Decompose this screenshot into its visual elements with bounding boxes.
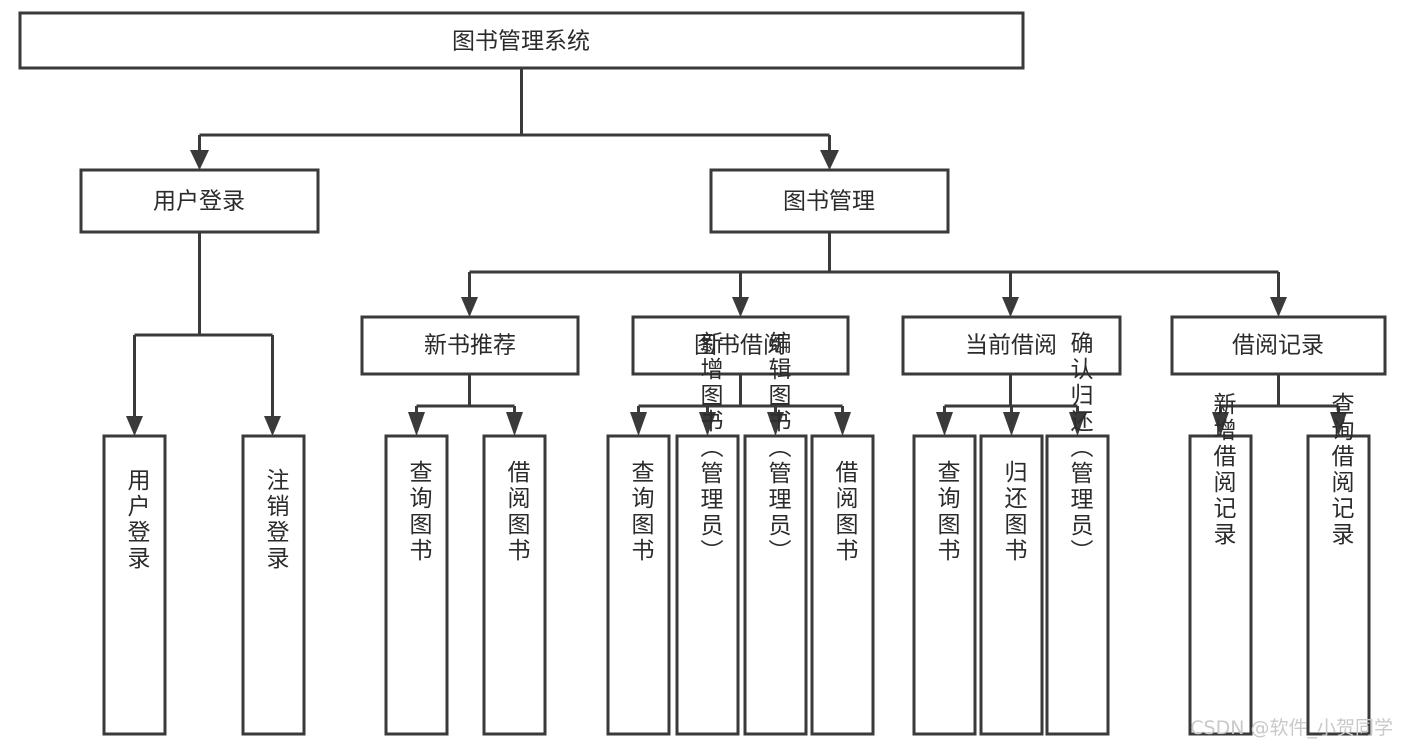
- arrow-head-leaf-query-book-2: [630, 412, 647, 436]
- node-leaf-borrow-book-2[interactable]: 借阅图书: [810, 434, 875, 736]
- arrow-head-leaf-borrow-book-1: [506, 412, 523, 436]
- node-label: 图书管理系统: [452, 29, 590, 55]
- node-label: 查询图书: [405, 460, 433, 564]
- node-box: [360, 315, 580, 376]
- arrow-head-user-login: [190, 150, 209, 170]
- node-box: [743, 434, 808, 736]
- node-box: [810, 434, 875, 736]
- node-new-book-recommend[interactable]: 新书推荐: [360, 315, 580, 376]
- node-leaf-add-book[interactable]: 新增图书（管理员）: [675, 331, 740, 736]
- node-leaf-logout[interactable]: 注销登录: [241, 434, 306, 736]
- arrow-head-current-borrow: [1002, 297, 1019, 317]
- node-box: [631, 315, 850, 376]
- arrow-head-leaf-user-login: [126, 416, 143, 436]
- node-label: 图书借阅: [694, 333, 786, 359]
- arrow-head-leaf-confirm-return: [1069, 412, 1086, 436]
- node-box: [979, 434, 1044, 736]
- arrow-head-leaf-edit-book: [767, 412, 784, 436]
- node-label: 用户登录: [123, 468, 151, 572]
- arrow-head-leaf-add-record: [1212, 412, 1229, 436]
- node-leaf-edit-book[interactable]: 编辑图书（管理员）: [743, 331, 808, 736]
- node-label: 编辑图书（管理员）: [764, 331, 792, 565]
- node-book-management-system[interactable]: 图书管理系统: [18, 11, 1025, 70]
- node-box: [18, 11, 1025, 70]
- node-book-borrow[interactable]: 图书借阅: [631, 315, 850, 376]
- node-box: [709, 168, 950, 234]
- node-box: [384, 434, 449, 736]
- node-label: 查询借阅记录: [1327, 392, 1355, 548]
- node-label: 借阅记录: [1232, 333, 1324, 359]
- node-leaf-query-book-3[interactable]: 查询图书: [912, 434, 977, 736]
- node-box: [482, 434, 547, 736]
- arrow-head-leaf-logout: [264, 416, 281, 436]
- node-box: [1170, 315, 1387, 376]
- arrow-head-borrow-record: [1270, 297, 1287, 317]
- node-label: 归还图书: [1000, 460, 1028, 564]
- arrow-head-book-manage: [820, 150, 839, 170]
- node-box: [675, 434, 740, 736]
- node-label: 确认归还（管理员）: [1066, 331, 1094, 565]
- node-label: 新书推荐: [424, 333, 516, 359]
- node-box: [102, 434, 167, 736]
- node-box: [79, 168, 320, 234]
- node-box: [901, 315, 1122, 376]
- node-leaf-query-book-1[interactable]: 查询图书: [384, 434, 449, 736]
- node-label: 用户登录: [153, 189, 245, 215]
- arrow-head-new-book-recommend: [461, 297, 478, 317]
- arrow-head-leaf-query-book-3: [936, 412, 953, 436]
- node-label: 查询图书: [933, 460, 961, 564]
- node-leaf-query-record[interactable]: 查询借阅记录: [1306, 392, 1371, 736]
- node-current-borrow[interactable]: 当前借阅: [901, 315, 1122, 376]
- csdn-watermark: CSDN @软件_小贺同学: [1190, 717, 1393, 739]
- node-box: [606, 434, 671, 736]
- node-leaf-confirm-return[interactable]: 确认归还（管理员）: [1045, 331, 1110, 736]
- node-leaf-return-book[interactable]: 归还图书: [979, 434, 1044, 736]
- arrow-head-leaf-add-book: [699, 412, 716, 436]
- node-box: [1045, 434, 1110, 736]
- node-label: 新增借阅记录: [1209, 392, 1237, 548]
- node-leaf-user-login[interactable]: 用户登录: [102, 434, 167, 736]
- node-book-manage[interactable]: 图书管理: [709, 168, 950, 234]
- node-label: 新增图书（管理员）: [696, 331, 724, 565]
- arrow-head-leaf-return-book: [1003, 412, 1020, 436]
- arrow-head-book-borrow: [732, 297, 749, 317]
- node-label: 借阅图书: [831, 460, 859, 564]
- node-label: 借阅图书: [503, 460, 531, 564]
- node-box: [912, 434, 977, 736]
- node-leaf-add-record[interactable]: 新增借阅记录: [1188, 392, 1253, 736]
- node-leaf-query-book-2[interactable]: 查询图书: [606, 434, 671, 736]
- node-label: 查询图书: [627, 460, 655, 564]
- connector-layer: [126, 68, 1347, 436]
- node-label: 当前借阅: [965, 333, 1057, 359]
- node-label: 注销登录: [262, 468, 290, 572]
- node-leaf-borrow-book-1[interactable]: 借阅图书: [482, 434, 547, 736]
- node-borrow-record[interactable]: 借阅记录: [1170, 315, 1387, 376]
- arrow-head-leaf-borrow-book-2: [834, 412, 851, 436]
- node-user-login[interactable]: 用户登录: [79, 168, 320, 234]
- node-box: [1306, 434, 1371, 736]
- node-box: [241, 434, 306, 736]
- node-box: [1188, 434, 1253, 736]
- arrow-head-leaf-query-book-1: [408, 412, 425, 436]
- node-label: 图书管理: [783, 189, 875, 215]
- arrow-head-leaf-query-record: [1330, 412, 1347, 436]
